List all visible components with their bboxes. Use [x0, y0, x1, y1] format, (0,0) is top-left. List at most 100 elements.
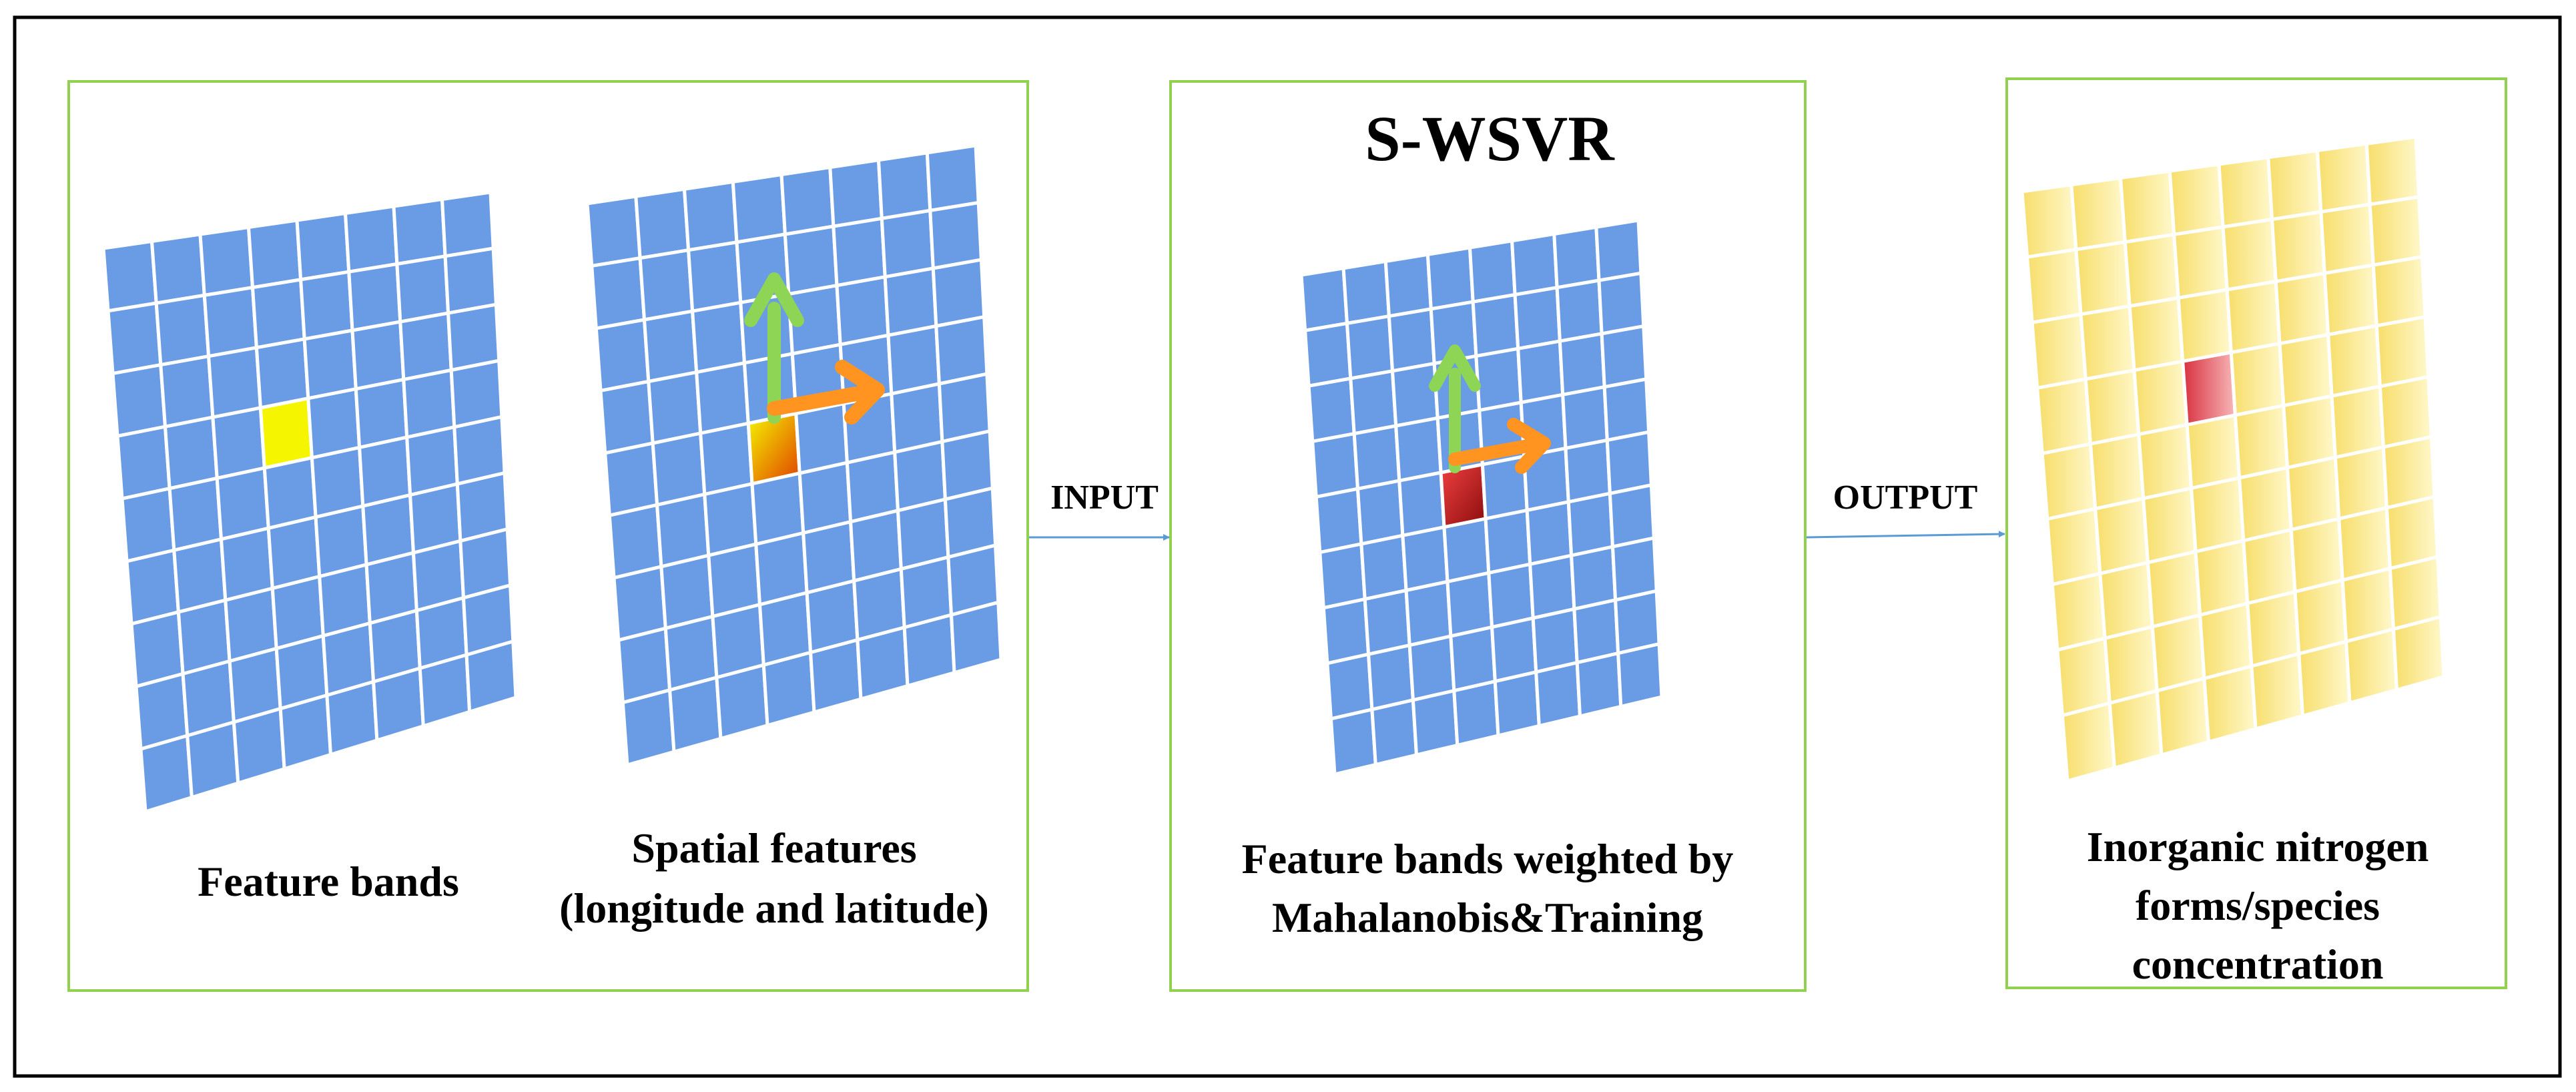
spatial-features-grid-cell: [931, 258, 986, 328]
spatial-features-grid-cell: [690, 300, 747, 374]
output-panel: [2005, 77, 2507, 989]
spatial-features-grid-cell: [638, 248, 695, 322]
spatial-features-grid-cell: [949, 600, 1003, 675]
feature-bands-grid-cell: [101, 239, 158, 313]
weighted-bands-grid-cell: [1314, 487, 1363, 555]
feature-bands-grid-cell: [250, 277, 306, 350]
concentration-grid-cell: [2371, 254, 2427, 328]
feature-bands-grid-cell: [278, 693, 333, 772]
concentration-grid-cell: [2035, 377, 2093, 456]
model-title: S-WSVR: [1365, 103, 1615, 174]
concentration-grid-cell: [2172, 225, 2229, 300]
outer-frame: [13, 15, 2562, 1078]
concentration-grid-cell: [2266, 148, 2323, 222]
spatial-features-grid-cell: [902, 612, 956, 688]
concentration-grid-cell: [2297, 639, 2352, 718]
output-arrow-label: OUTPUT: [1833, 479, 1978, 517]
input-panel: [67, 80, 1029, 992]
concentration-grid-cell: [2202, 663, 2258, 744]
feature-bands-grid-cell: [398, 311, 453, 382]
feature-bands-grid-cell: [392, 197, 447, 266]
spatial-features-grid-cell: [599, 379, 655, 455]
feature-bands-label: Feature bands: [198, 858, 459, 905]
spatial-features-grid-cell: [832, 216, 887, 288]
feature-bands-grid-cell: [298, 270, 354, 341]
longitude-arrow-icon-model: [1448, 418, 1551, 474]
weighted-bands-grid-cell: [1534, 660, 1582, 728]
concentration-grid-cell: [2322, 263, 2378, 337]
concentration-grid-cell: [2045, 507, 2102, 587]
spatial-features-grid-cell: [642, 309, 699, 384]
weighted-bands-grid-cell: [1349, 368, 1398, 436]
feature-bands-grid-cell: [115, 425, 172, 501]
feature-bands-grid-cell: [232, 706, 286, 786]
spatial-features-grid-cell: [682, 180, 739, 252]
model-label: Feature bands weighted by: [1242, 835, 1734, 882]
spatial-features-grid-cell: [715, 663, 769, 741]
output-arrow: [1806, 531, 2005, 539]
weighted-bands-grid-cell: [1575, 651, 1623, 719]
weighted-bands-grid-cell: [1602, 377, 1651, 443]
weighted-bands-grid-cell: [1407, 634, 1456, 702]
latitude-arrow-icon-model: [1429, 344, 1481, 473]
weighted-bands-grid-cell: [1307, 376, 1356, 444]
concentration-grid-cell: [2217, 155, 2274, 229]
spatial-features-grid-cell: [761, 650, 816, 728]
input-arrow-label: INPUT: [1050, 479, 1159, 517]
spatial-features-grid-cell: [934, 314, 989, 386]
concentration-grid-cell: [2315, 142, 2372, 214]
output-label: Inorganic nitrogen: [2087, 823, 2429, 870]
feature-bands-grid-cell: [211, 405, 266, 481]
weighted-bands-grid-cell: [1594, 218, 1643, 283]
weighted-bands-grid-cell: [1510, 232, 1559, 297]
weighted-bands-grid-cell: [1566, 491, 1615, 558]
concentration-grid-cell: [2330, 384, 2386, 460]
weighted-bands-grid-cell: [1321, 597, 1371, 665]
spatial-features-grid-cell: [699, 421, 754, 497]
weighted-bands-grid-cell: [1569, 545, 1618, 611]
feature-bands-grid-cell: [159, 354, 215, 429]
spatial-features-grid-cell: [928, 200, 984, 270]
feature-bands-grid-cell: [202, 285, 259, 358]
feature-bands-grid-cell: [246, 218, 303, 290]
spatial-features-grid-cell: [856, 625, 910, 702]
feature-bands-grid-highlight-cell: [258, 396, 314, 471]
concentration-grid-cell: [2270, 210, 2326, 284]
weighted-bands-grid-cell: [1484, 508, 1532, 575]
feature-bands-grid-cell: [139, 733, 194, 814]
concentration-grid-cell: [2176, 288, 2233, 364]
weighted-bands-grid-cell: [1383, 252, 1433, 318]
weighted-bands-grid-cell: [1401, 525, 1450, 593]
concentration-grid-cell: [2094, 496, 2150, 576]
weighted-bands-grid-cell: [1442, 517, 1491, 584]
weighted-bands-grid-cell: [1558, 331, 1606, 397]
feature-bands-grid-cell: [440, 190, 495, 258]
feature-bands-grid-cell: [295, 211, 351, 282]
feature-bands-grid-cell: [418, 652, 472, 729]
concentration-grid-cell: [2128, 296, 2185, 372]
spatial-features-grid-cell: [590, 256, 647, 330]
spatial-features-grid-cell: [925, 144, 980, 213]
weighted-bands-grid-cell: [1318, 541, 1367, 610]
weighted-bands-grid-cell: [1452, 679, 1500, 748]
weighted-bands-grid-cell: [1355, 479, 1405, 546]
feature-bands-grid-cell: [198, 225, 255, 298]
weighted-bands-grid-cell: [1468, 238, 1517, 304]
spatial-features-grid-cell: [876, 151, 932, 221]
weighted-bands-grid-cell: [1299, 266, 1349, 333]
concentration-grid-cell: [2274, 271, 2330, 346]
feature-bands-grid-cell: [325, 679, 379, 757]
concentration-grid-cell: [2221, 217, 2278, 292]
spatial-features-grid-cell: [880, 208, 935, 279]
weighted-bands-grid-cell: [1561, 384, 1609, 451]
feature-bands-grid-cell: [111, 362, 168, 439]
spatial-features-grid-cell: [585, 194, 642, 268]
weighted-bands-grid-cell: [1345, 314, 1395, 380]
weighted-bands-grid-cell: [1474, 346, 1523, 413]
feature-bands-grid-cell: [186, 720, 240, 800]
weighted-bands-grid-cell: [1359, 533, 1408, 601]
weighted-bands-grid-cell: [1600, 324, 1648, 389]
concentration-grid-cell: [2185, 413, 2242, 491]
spatial-features-grid-cell: [651, 431, 707, 507]
